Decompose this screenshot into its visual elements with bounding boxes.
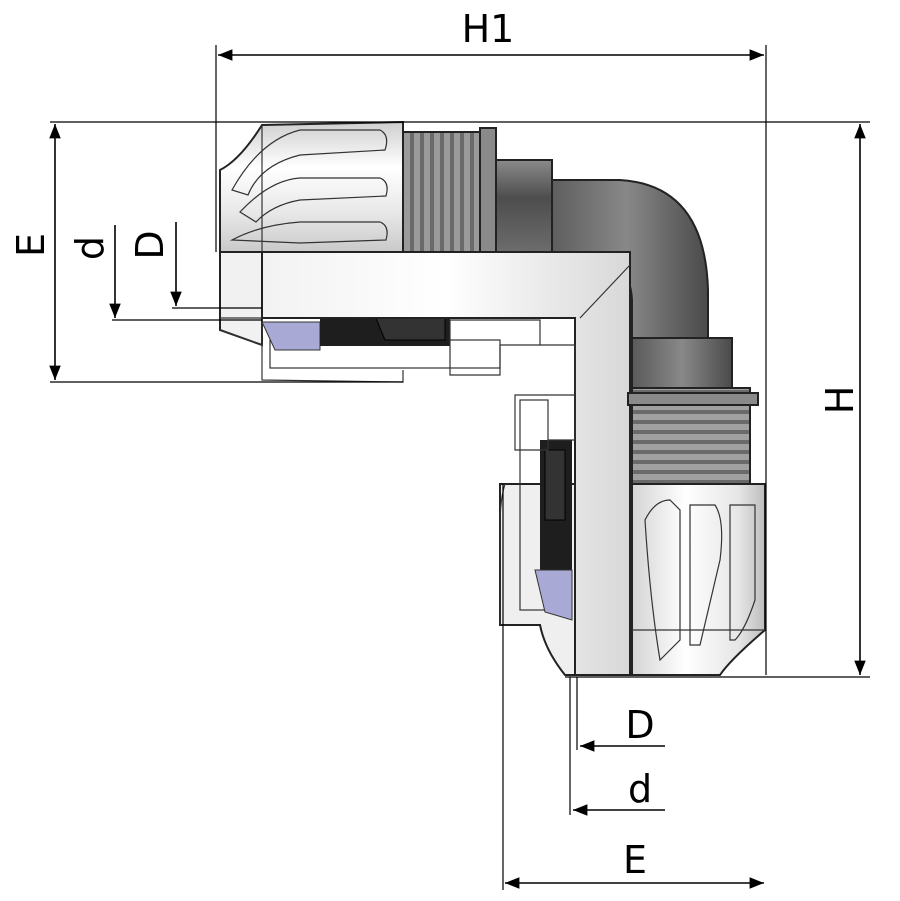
- vertical-nut: [631, 483, 766, 676]
- horizontal-seal: [261, 321, 321, 351]
- vertical-seal: [534, 569, 573, 621]
- label-d-bottom: d: [628, 767, 652, 811]
- fitting-body: [219, 120, 766, 676]
- label-e-bottom: E: [623, 838, 647, 882]
- label-d-left: d: [68, 236, 112, 260]
- label-h1: H1: [462, 7, 515, 51]
- horizontal-nut: [219, 120, 404, 253]
- label-D-left: D: [128, 230, 172, 259]
- label-h: H: [818, 386, 862, 415]
- label-e-left: E: [9, 233, 53, 257]
- dimensions: H1 H E d D D d E: [9, 7, 870, 890]
- label-D-bottom: D: [625, 703, 654, 747]
- dark-collar-vertical: [631, 337, 733, 389]
- dark-collar-horizontal: [489, 159, 553, 256]
